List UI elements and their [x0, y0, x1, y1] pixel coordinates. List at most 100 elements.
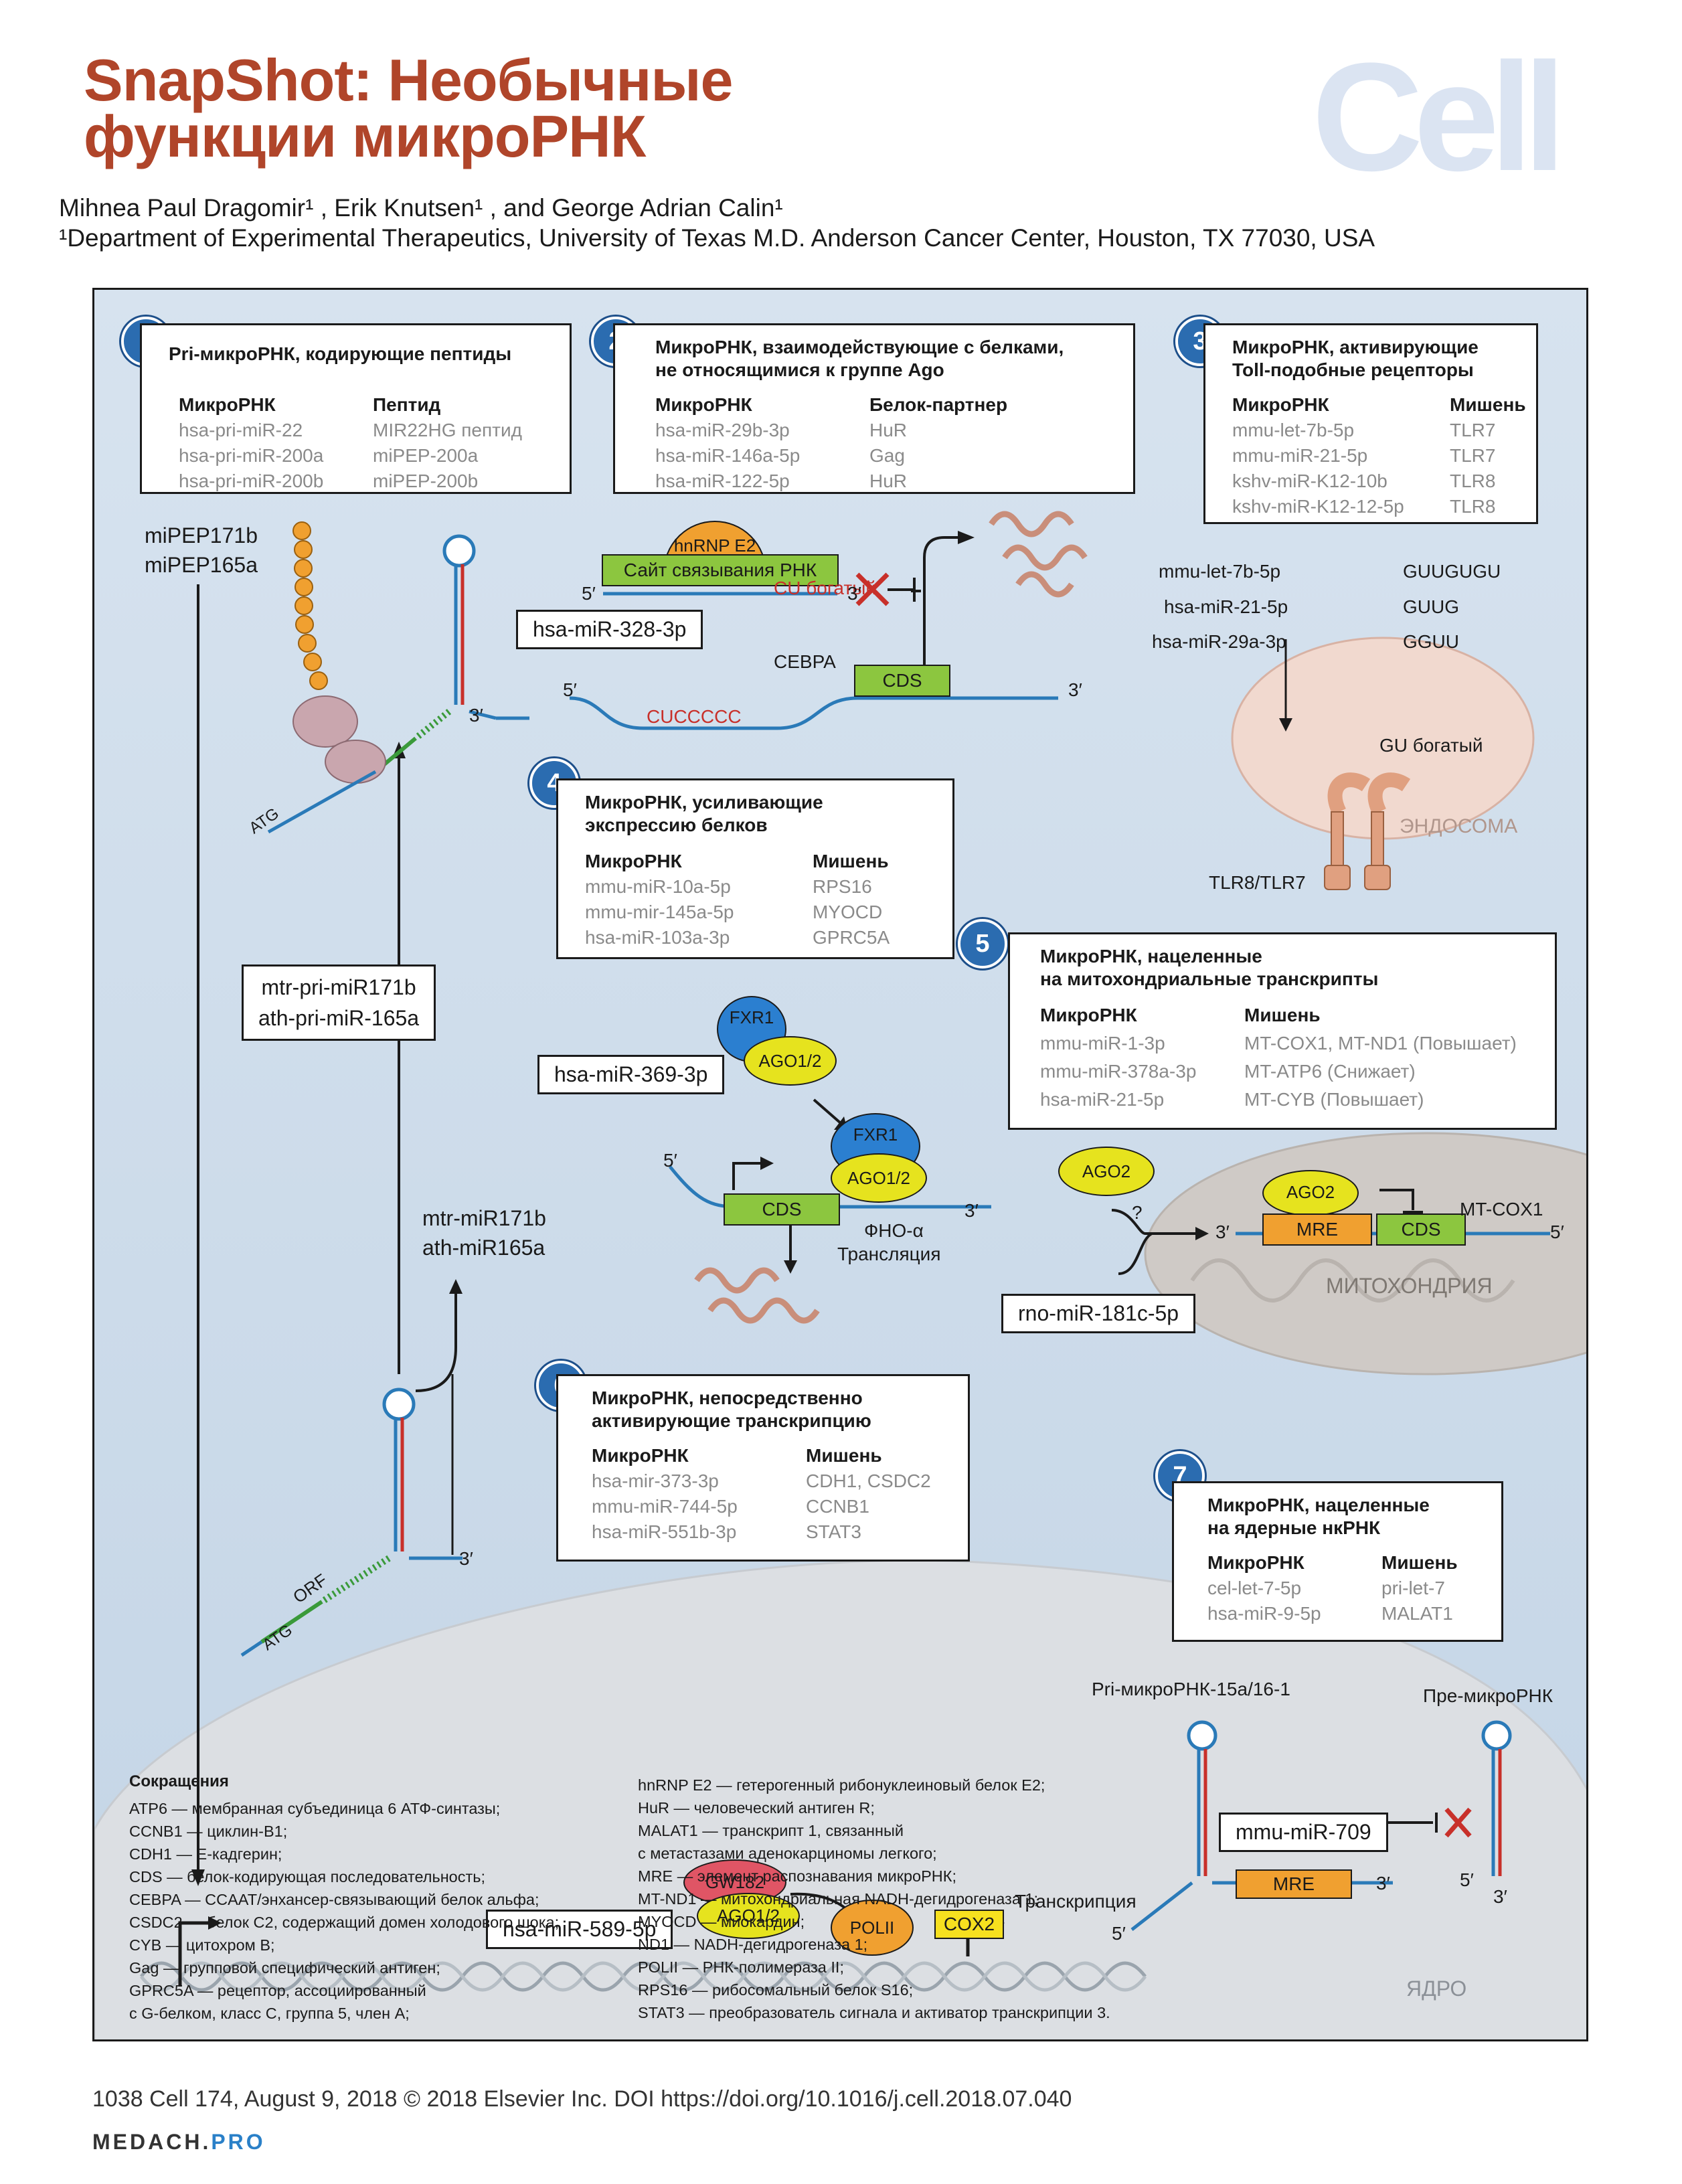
table-cell: kshv-miR-K12-10b: [1232, 471, 1387, 491]
table-cell: GPRC5A: [813, 927, 890, 948]
table-cell: MYOCD: [813, 902, 883, 922]
table-cell: HuR: [869, 471, 908, 491]
section-5-badge: 5: [958, 919, 1007, 969]
abbr-item: CEBPA — CCAAT/энхансер-связывающий белок…: [129, 1891, 539, 1908]
box-4-title-line-2: экспрессию белков: [585, 815, 768, 835]
box-6-col2-header: Мишень: [806, 1445, 882, 1466]
box-2-col2-header: Белок-партнер: [869, 394, 1008, 415]
three-prime-label: 3′: [1376, 1873, 1390, 1894]
box-6-activate-transcription: МикроРНК, непосредственно активирующие т…: [556, 1374, 970, 1562]
abbreviations-right: hnRNP E2 — гетерогенный рибонуклеиновый …: [638, 1774, 1110, 2024]
three-prime-label: 3′: [847, 583, 861, 604]
box-4-title-line-1: МикроРНК, усиливающие: [585, 792, 823, 813]
guug-seq: GUUG: [1403, 596, 1459, 617]
tlr-label: TLR8/TLR7: [1209, 872, 1306, 893]
box-3-title-line-2: Toll-подобные рецепторы: [1232, 359, 1474, 380]
table-cell: mmu-miR-744-5p: [592, 1496, 738, 1517]
box-4-enhance-expression: МикроРНК, усиливающие экспрессию белков …: [556, 778, 954, 959]
cuccccc-label: CUCCCCC: [647, 706, 742, 727]
box-3-tlr: МикроРНК, активирующие Toll-подобные рец…: [1203, 323, 1538, 524]
cu-rich-label: CU богатый: [774, 578, 876, 598]
table-cell: TLR7: [1450, 420, 1496, 440]
mir29-label: hsa-miR-29a-3p: [1152, 631, 1286, 652]
abbreviations-left: ATP6 — мембранная субъединица 6 АТФ-синт…: [129, 1797, 559, 2025]
medach-logo: MEDACH.PRO: [92, 2130, 266, 2155]
mt-cox1-label: MT-COX1: [1460, 1199, 1543, 1220]
abbr-item: hnRNP E2 — гетерогенный рибонуклеиновый …: [638, 1776, 1045, 1794]
box-7-nuclear-ncrna: МикроРНК, нацеленные на ядерные нкРНК Ми…: [1172, 1481, 1503, 1642]
table-cell: hsa-miR-21-5p: [1040, 1089, 1165, 1110]
cds-box-2: CDS: [724, 1193, 840, 1226]
three-prime-label: 3′: [1493, 1886, 1507, 1907]
ath-mir165a: ath-miR165a: [422, 1236, 545, 1260]
table-cell: MT-ATP6 (Снижает): [1244, 1061, 1416, 1082]
table-cell: TLR7: [1450, 445, 1496, 466]
box-6-col1-header: МикроРНК: [592, 1445, 689, 1466]
table-cell: miPEP-200a: [373, 445, 479, 466]
box-5-col1-header: МикроРНК: [1040, 1005, 1137, 1025]
hsa-mir-589-label: hsa-miR-589-5p: [486, 1910, 673, 1949]
let7-label: mmu-let-7b-5p: [1159, 561, 1281, 582]
hsa-mir-328-label: hsa-miR-328-3p: [516, 610, 703, 649]
box-3-col2-header: Мишень: [1450, 394, 1526, 415]
cds-box-3: CDS: [1376, 1213, 1466, 1246]
abbr-item: STAT3 — преобразователь сигнала и актива…: [638, 2004, 1110, 2021]
box-3-col1-header: МикроРНК: [1232, 394, 1329, 415]
five-prime-label: 5′: [1112, 1923, 1126, 1944]
box-6-title-line-2: активирующие транскрипцию: [592, 1410, 871, 1431]
five-prime-label: 5′: [563, 679, 577, 700]
table-cell: mmu-miR-1-3p: [1040, 1033, 1165, 1054]
abbr-item: MRE — элемент распознавания микроРНК;: [638, 1867, 956, 1885]
five-prime-label: 5′: [1550, 1222, 1564, 1242]
fxr1-protein: FXR1: [717, 996, 786, 1062]
rno-mir-181c-label: rno-miR-181c-5p: [1001, 1294, 1196, 1333]
nucleus-label: ЯДРО: [1406, 1977, 1467, 2001]
abbr-item: CYB — цитохром B;: [129, 1936, 275, 1954]
table-cell: STAT3: [806, 1521, 861, 1542]
mtr-mir-labels: mtr-miR171b ath-miR165a: [422, 1203, 546, 1262]
abbr-item: ND1 — NADH-дегидрогеназа 1;: [638, 1936, 868, 1953]
mtr-mir171b: mtr-miR171b: [422, 1206, 546, 1230]
three-prime-label: 3′: [1068, 679, 1082, 700]
table-cell: mmu-miR-10a-5p: [585, 876, 731, 897]
box-2-title-line-2: не относящимися к группе Ago: [655, 359, 944, 380]
box-1-title: Pri-микроРНК, кодирующие пептиды: [169, 343, 512, 364]
polii-protein: POLII: [831, 1900, 914, 1956]
table-cell: RPS16: [813, 876, 872, 897]
three-prime-label: 3′: [469, 705, 483, 726]
box-1-col2-header: Пептид: [373, 394, 441, 415]
authors: Mihnea Paul Dragomir¹ , Erik Knutsen¹ , …: [59, 194, 783, 222]
pri-mir15-label: Pri-микроРНК-15a/16-1: [1092, 1679, 1290, 1699]
table-cell: hsa-pri-miR-200b: [179, 471, 324, 491]
abbr-item: HuR — человеческий антиген R;: [638, 1799, 875, 1817]
rna-binding-site: Сайт связывания РНК: [602, 554, 839, 586]
abbr-item: Gag — групповой специфический антиген;: [129, 1959, 440, 1977]
box-4-col1-header: МикроРНК: [585, 851, 682, 871]
box-5-col2-header: Мишень: [1244, 1005, 1321, 1025]
table-cell: CDH1, CSDC2: [806, 1471, 931, 1491]
abbr-item: MALAT1 — транскрипт 1, связанный: [638, 1822, 904, 1839]
abbr-item: GPRC5A — рецептор, ассоциированный: [129, 1982, 426, 1999]
abbr-item: CSDC2 — белок C2, содержащий домен холод…: [129, 1914, 560, 1931]
table-cell: mmu-miR-378a-3p: [1040, 1061, 1197, 1082]
three-prime-label: 3′: [459, 1548, 473, 1569]
hsa-mir-369-label: hsa-miR-369-3p: [537, 1055, 725, 1094]
box-4-col2-header: Мишень: [813, 851, 889, 871]
question-mark: ?: [1132, 1202, 1143, 1223]
table-cell: hsa-miR-146a-5p: [655, 445, 801, 466]
abbr-item: CCNB1 — циклин-B1;: [129, 1823, 288, 1840]
endosome-label: ЭНДОСОМА: [1400, 815, 1518, 837]
abbr-item: CDH1 — E-кадгерин;: [129, 1845, 282, 1863]
table-cell: miPEP-200b: [373, 471, 479, 491]
translation-label: Трансляция: [837, 1244, 941, 1264]
box-5-title-line-2: на митохондриальные транскрипты: [1040, 969, 1379, 989]
abbr-item: ATP6 — мембранная субъединица 6 АТФ-синт…: [129, 1800, 501, 1817]
cds-box-1: CDS: [854, 665, 950, 697]
title-line-1: SnapShot: Необычные: [84, 47, 733, 113]
box-7-title-line-1: МикроРНК, нацеленные: [1207, 1495, 1430, 1515]
table-cell: cel-let-7-5p: [1207, 1578, 1302, 1598]
table-cell: CCNB1: [806, 1496, 869, 1517]
abbr-item: с G-белком, класс C, группа 5, член A;: [129, 2005, 410, 2022]
tnf-label: ФНО-α: [864, 1220, 924, 1241]
abbreviations-title: Сокращения: [129, 1772, 229, 1790]
